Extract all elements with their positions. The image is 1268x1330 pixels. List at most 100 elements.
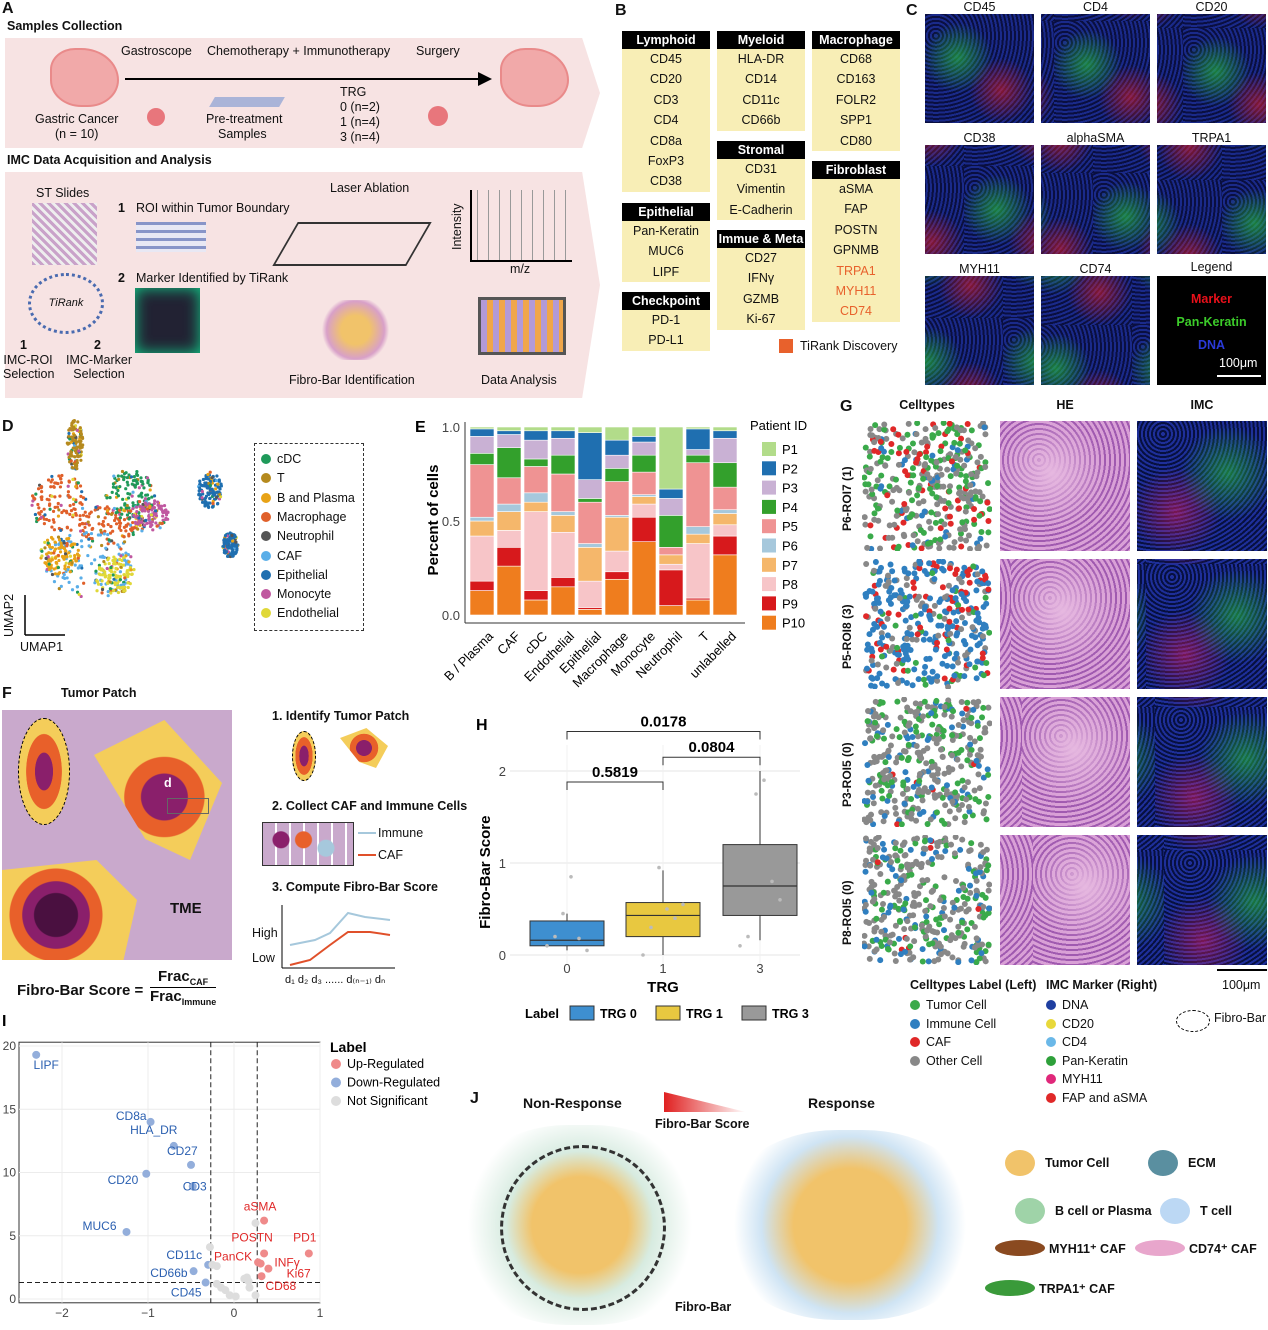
umap-cell-point — [53, 481, 57, 485]
cell-point — [929, 432, 936, 439]
umap-cell-point — [198, 486, 202, 490]
umap-cell-point — [124, 529, 128, 533]
fibro-bar-identification-label: Fibro-Bar Identification — [289, 373, 415, 387]
umap-cell-point — [57, 546, 61, 550]
cell-point — [962, 526, 969, 533]
bar-segment-P2 — [577, 432, 603, 480]
cell-point — [972, 664, 979, 671]
cell-point — [941, 615, 948, 622]
cell-point — [981, 424, 988, 431]
cell-point — [956, 575, 963, 582]
legend-dot-icon — [261, 569, 271, 580]
volcano-point-down — [142, 1169, 151, 1178]
ablation-plate-icon — [272, 222, 432, 266]
y-tick-label: 2 — [499, 764, 506, 779]
cell-point — [957, 846, 964, 853]
cell-point — [971, 738, 978, 745]
cell-point — [974, 658, 981, 665]
umap-cell-point — [58, 494, 62, 498]
cell-point — [868, 811, 875, 818]
group-header: Stromal — [717, 141, 805, 159]
umap-cell-point — [106, 532, 110, 537]
frac-caf: Frac — [158, 968, 190, 985]
cell-point — [947, 937, 954, 944]
cell-point — [920, 747, 927, 754]
cell-point — [951, 439, 958, 446]
bar-segment-P10 — [550, 586, 576, 616]
cell-point — [971, 520, 978, 527]
imc-image-icon — [135, 288, 200, 353]
bar-segment-P10 — [523, 599, 549, 616]
fibro-bar-legend: Fibro-Bar — [1214, 1011, 1267, 1025]
umap-cell-point — [47, 562, 51, 566]
cell-point — [946, 544, 953, 551]
umap-cell-point — [128, 523, 133, 527]
cell-point — [944, 950, 951, 957]
cell-point — [871, 881, 878, 888]
umap-cell-point — [44, 517, 49, 522]
umap-cell-point — [67, 536, 71, 541]
umap-cell-point — [197, 489, 201, 493]
cell-point — [904, 918, 911, 925]
cell-point — [904, 862, 911, 869]
umap-cell-point — [95, 589, 99, 593]
cell-point — [891, 521, 898, 528]
cell-point — [973, 757, 980, 764]
umap-cell-point — [51, 518, 55, 522]
cell-point — [881, 914, 888, 921]
cell-point — [867, 533, 874, 540]
cell-point — [909, 465, 916, 472]
umap-cell-point — [106, 512, 111, 516]
umap-cell-point — [56, 535, 61, 539]
umap-cell-point — [208, 470, 212, 474]
cell-point — [876, 670, 883, 677]
x-tick-label: −1 — [141, 1306, 155, 1320]
cell-point — [923, 454, 930, 461]
umap-legend-item: T — [261, 471, 285, 485]
cell-point — [923, 760, 930, 767]
cell-point — [961, 784, 968, 791]
marker-item: SPP1 — [840, 113, 872, 128]
cell-point — [910, 585, 917, 592]
umap-cell-point — [147, 517, 151, 521]
umap-cell-point — [65, 576, 69, 580]
cell-point — [868, 838, 875, 845]
cell-point — [943, 646, 950, 653]
cell-point — [874, 505, 881, 512]
cell-point — [895, 680, 902, 687]
cell-point — [874, 477, 881, 484]
cell-point — [923, 897, 930, 904]
g-row-label: P6-ROI7 (1) — [840, 466, 854, 531]
umap-cell-point — [76, 553, 80, 558]
cell-point — [884, 721, 891, 728]
g-column-header: Celltypes — [899, 398, 955, 412]
umap-cell-point — [71, 425, 76, 429]
umap-legend-item: B and Plasma — [261, 491, 355, 505]
cell-point — [899, 435, 906, 442]
significance-bracket — [662, 756, 761, 766]
umap-cell-point — [157, 504, 161, 508]
umap-cell-point — [105, 509, 110, 513]
umap-cell-point — [71, 446, 75, 450]
cell-point — [901, 565, 908, 572]
volcano-point-ns — [205, 1243, 214, 1252]
cell-point — [914, 492, 921, 499]
legend-swatch — [762, 480, 776, 495]
cell-point — [867, 735, 874, 742]
umap-cell-point — [145, 476, 150, 480]
cell-point — [956, 505, 963, 512]
umap-cell-point — [48, 545, 52, 549]
umap-cell-point — [136, 522, 140, 526]
panel-label-b: B — [615, 2, 627, 19]
bar-segment-P5 — [469, 464, 495, 518]
label-line: IMC-ROI — [3, 353, 53, 367]
cell-point — [983, 867, 990, 874]
tme-diagram: d TME — [2, 710, 232, 960]
umap-cell-point — [146, 479, 150, 484]
cell-point — [898, 754, 905, 761]
cell-point — [896, 897, 903, 904]
point-label: aSMA — [244, 1200, 277, 1214]
umap-cell-point — [208, 501, 212, 505]
umap-cell-point — [108, 496, 112, 500]
legend-label: Monocyte — [277, 587, 332, 602]
